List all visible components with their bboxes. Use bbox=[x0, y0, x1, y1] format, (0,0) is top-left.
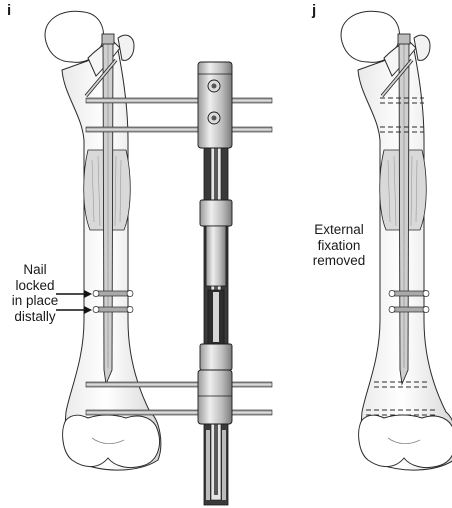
callout-nail-line-4: distally bbox=[14, 308, 56, 324]
fixator-pins-left bbox=[85, 97, 273, 416]
femur-left bbox=[43, 9, 163, 472]
callout-nail-locked: Nail locked in place distally bbox=[2, 262, 68, 324]
removed-pin-tracks bbox=[366, 97, 438, 416]
panel-label-i: i bbox=[7, 2, 12, 19]
callout-ext-line-3: removed bbox=[312, 253, 366, 268]
callout-nail-line-3: in place bbox=[11, 293, 59, 308]
external-fixator-column bbox=[197, 61, 233, 506]
distal-locking-screws-right bbox=[388, 290, 430, 313]
distal-locking-screws-left bbox=[92, 290, 134, 313]
panel-label-j: j bbox=[312, 2, 317, 19]
callout-ext-line-1: External bbox=[314, 222, 364, 237]
callout-ext-line-2: fixation bbox=[317, 237, 361, 253]
callout-nail-line-2: locked bbox=[15, 277, 55, 293]
pointer-arrows bbox=[56, 290, 92, 314]
callout-external-fixation-removed: External fixation removed bbox=[304, 222, 374, 269]
callout-nail-line-1: Nail bbox=[23, 262, 47, 277]
